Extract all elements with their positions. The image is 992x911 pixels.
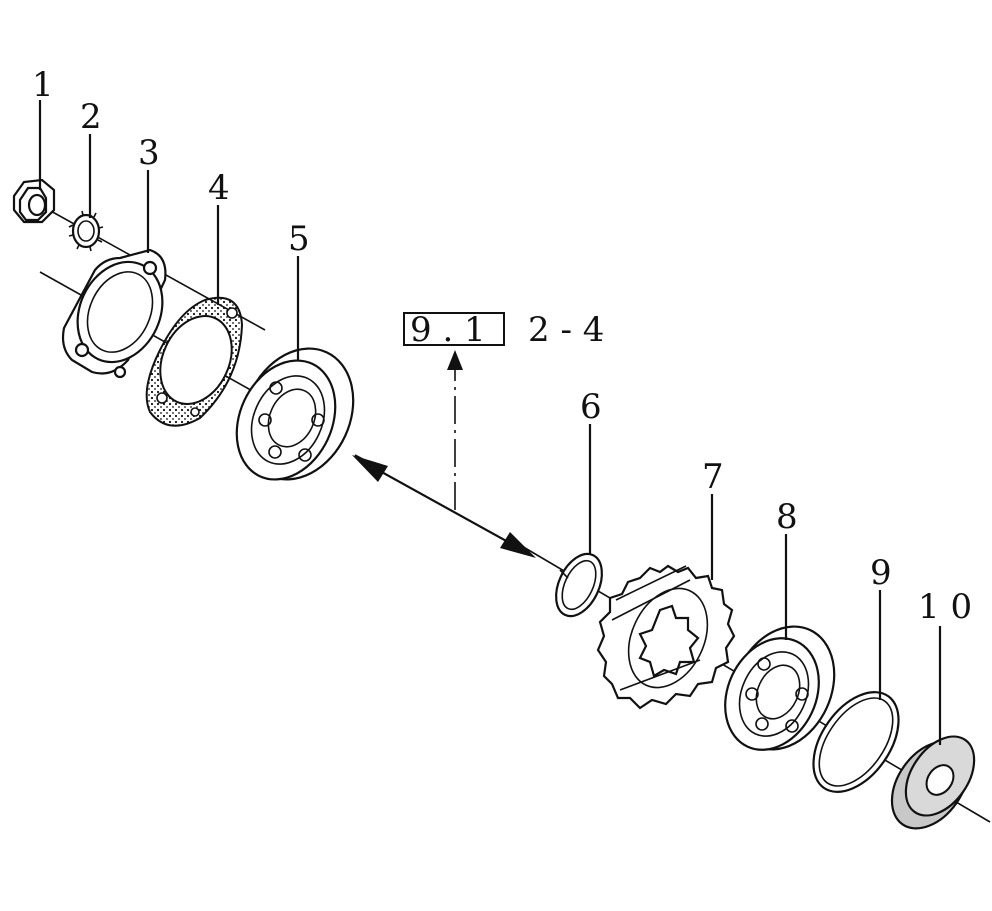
snap-ring-part <box>555 552 603 618</box>
callout-3: 3 <box>138 133 160 173</box>
callout-6: 6 <box>580 387 602 427</box>
shim-ring-part <box>812 691 900 793</box>
callout-9: 9 <box>870 553 892 593</box>
lock-washer-part <box>68 210 104 252</box>
reference-suffix-text: 2 - 4 <box>528 310 604 350</box>
callout-8: 8 <box>776 497 798 537</box>
dimension-arrow <box>352 350 536 558</box>
reference-box-text: 9 . 1 <box>410 310 486 350</box>
callout-labels: 1 2 3 4 5 6 7 8 9 1 0 <box>32 65 972 627</box>
callout-1: 1 <box>32 65 54 105</box>
callout-5: 5 <box>288 219 310 259</box>
callout-4: 4 <box>208 168 230 208</box>
bearing-5-part <box>235 347 355 481</box>
callout-2: 2 <box>80 97 102 137</box>
reference-label: 9 . 1 2 - 4 <box>403 310 604 350</box>
leader-lines <box>38 100 942 745</box>
gasket-part <box>145 296 244 427</box>
callout-7: 7 <box>702 457 724 497</box>
flange-plate-part <box>61 248 167 379</box>
gear-part <box>596 564 736 710</box>
washer-part <box>890 735 976 830</box>
bearing-8-part <box>724 625 836 751</box>
callout-10: 1 0 <box>918 587 972 627</box>
nut-part <box>12 178 56 224</box>
